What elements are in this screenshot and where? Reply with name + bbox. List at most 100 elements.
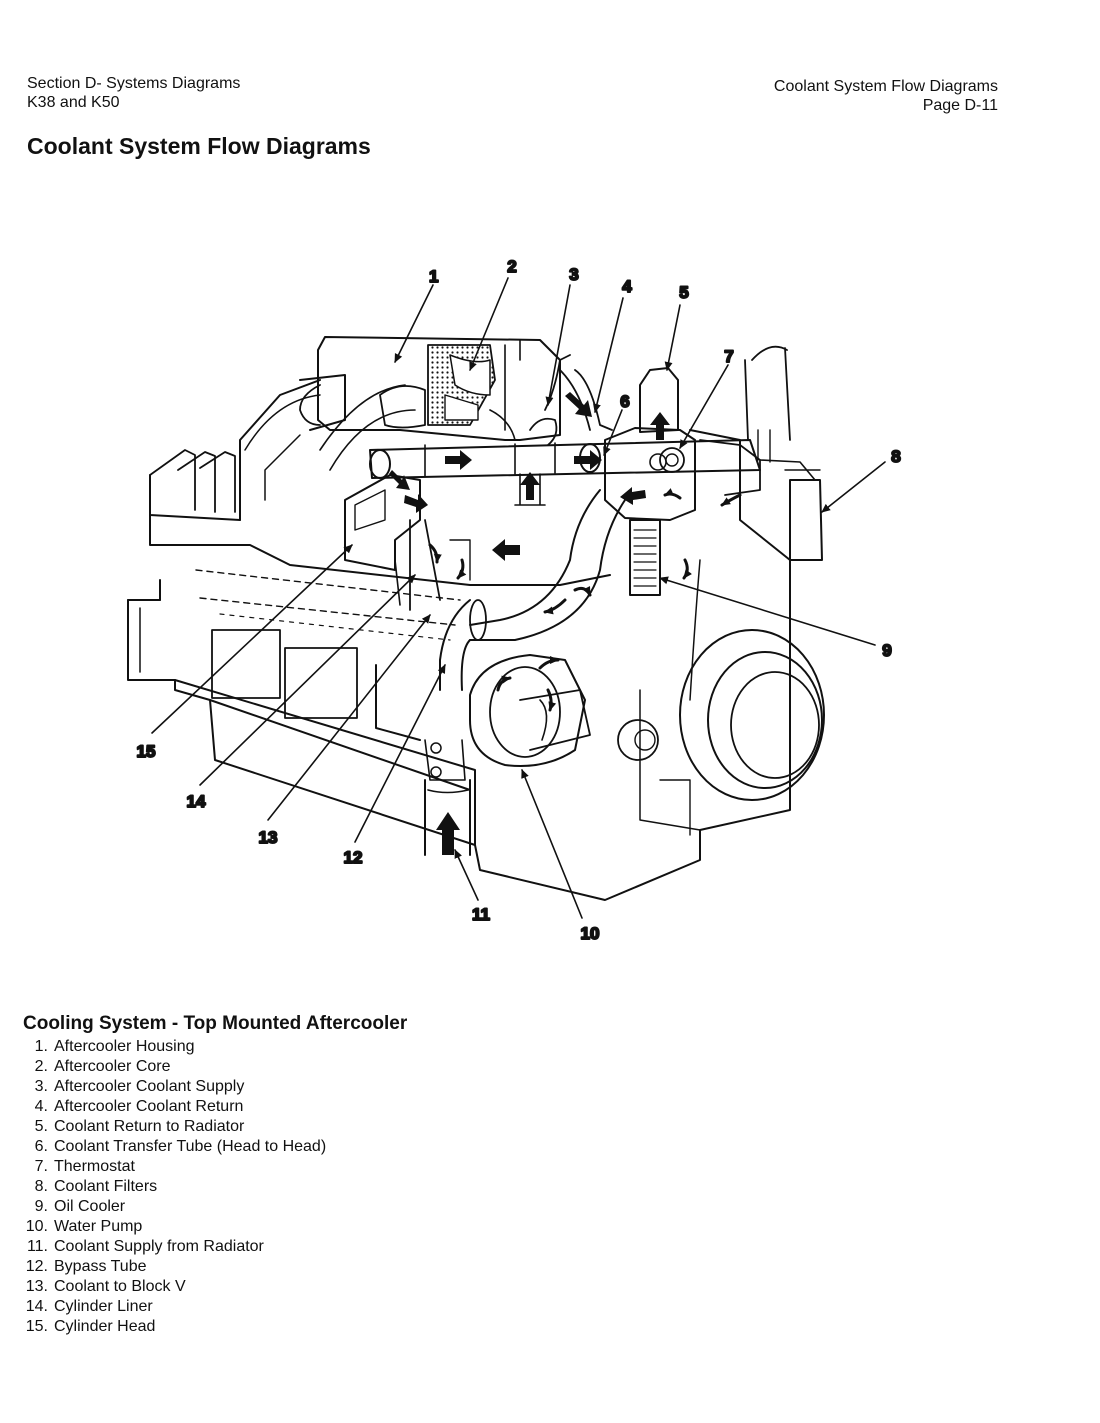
aftercooler-lines [489, 354, 613, 446]
legend-label: Oil Cooler [54, 1198, 126, 1215]
callout-9: 9 [882, 641, 891, 660]
legend-number: 1. [34, 1038, 48, 1055]
legend-number: 5. [34, 1118, 48, 1135]
legend-label: Aftercooler Coolant Return [54, 1098, 244, 1115]
leader-9 [659, 576, 876, 646]
crank-pulley [639, 559, 825, 836]
leader-2 [469, 277, 509, 371]
legend-label: Water Pump [54, 1218, 143, 1235]
legend-label: Coolant to Block V [54, 1278, 186, 1295]
legend-number: 7. [34, 1158, 48, 1175]
engine-coolant-diagram: 1 2 3 4 5 6 7 8 9 10 11 12 13 14 15 [127, 256, 902, 944]
caption-title: Cooling System - Top Mounted Aftercooler [23, 1013, 408, 1034]
models-label: K38 and K50 [27, 94, 120, 111]
header-left: Section D- Systems Diagrams K38 and K50 [27, 74, 240, 112]
legend-label: Coolant Supply from Radiator [54, 1238, 264, 1255]
callout-12: 12 [344, 848, 363, 867]
callout-15: 15 [137, 742, 156, 761]
legend-label: Coolant Transfer Tube (Head to Head) [54, 1138, 327, 1155]
callout-3: 3 [569, 265, 578, 284]
page-title: Coolant System Flow Diagrams [27, 133, 371, 159]
legend-item: 7. Thermostat [18, 1157, 326, 1177]
aftercooler-housing [239, 336, 561, 521]
flow-arrow-10 [389, 470, 410, 490]
leader-12 [354, 664, 446, 843]
leader-8 [821, 461, 886, 513]
legend-number: 15. [25, 1318, 48, 1335]
legend-item: 2. Aftercooler Core [18, 1057, 326, 1077]
callout-10: 10 [581, 924, 600, 943]
engine-block [127, 429, 791, 901]
legend-number: 14. [25, 1298, 48, 1315]
callout-numbers: 1 2 3 4 5 6 7 8 9 10 11 12 13 14 15 [136, 256, 902, 944]
legend-item: 4.Aftercooler Coolant Return [18, 1097, 326, 1117]
callout-11: 11 [472, 905, 490, 924]
flow-arrow-3 [520, 472, 540, 500]
legend-item: 8. Coolant Filters [18, 1177, 326, 1197]
legend-item: 9. Oil Cooler [18, 1197, 326, 1217]
flow-arrow-4 [650, 412, 670, 440]
inlet-pipe [424, 739, 471, 856]
leader-7 [679, 364, 729, 449]
leader-10 [521, 769, 583, 919]
callout-14: 14 [187, 792, 206, 811]
leader-lines [151, 277, 886, 919]
oil-cooler [629, 519, 661, 596]
parts-legend: 1.Aftercooler Housing 2. Aftercooler Core… [18, 1037, 326, 1337]
leader-3 [545, 284, 571, 406]
legend-item: 1.Aftercooler Housing [18, 1037, 326, 1057]
page-number: Page D-11 [922, 97, 998, 114]
legend-number: 2. [34, 1058, 48, 1075]
legend-label: Thermostat [54, 1158, 135, 1175]
legend-number: 13. [25, 1278, 48, 1295]
callout-8: 8 [891, 447, 900, 466]
legend-label: Bypass Tube [54, 1258, 147, 1275]
legend-label: Cylinder Head [54, 1318, 156, 1335]
legend-label: Cylinder Liner [54, 1298, 153, 1315]
callout-2: 2 [507, 257, 516, 276]
leader-6 [603, 409, 623, 456]
legend-number: 9. [34, 1198, 48, 1215]
flow-arrow-6 [565, 392, 592, 417]
legend-label: Coolant Filters [54, 1178, 158, 1195]
callout-13: 13 [259, 828, 278, 847]
legend-item: 5. Coolant Return to Radiator [18, 1117, 326, 1137]
legend-item: 14. Cylinder Liner [18, 1297, 326, 1317]
legend-label: Aftercooler Coolant Supply [54, 1078, 245, 1095]
legend-number: 11. [26, 1238, 48, 1255]
flow-arrow-1 [445, 450, 472, 470]
flow-arrows-curved [428, 488, 742, 712]
flow-arrow-8 [436, 812, 460, 855]
legend-number: 12. [25, 1258, 48, 1275]
thermostat-housing [604, 345, 791, 521]
coolant-filters [759, 459, 823, 561]
leader-1 [394, 284, 434, 363]
transfer-tube [369, 439, 761, 506]
aftercooler-core [427, 344, 496, 426]
legend-item: 13. Coolant to Block V [18, 1277, 326, 1297]
flow-arrow-9 [404, 494, 428, 513]
callout-6: 6 [620, 392, 629, 411]
flow-arrow-7 [620, 487, 646, 505]
flow-arrow-2 [574, 450, 602, 470]
callout-1: 1 [429, 267, 438, 286]
leader-14 [199, 574, 416, 786]
legend-item: 3.Aftercooler Coolant Supply [18, 1077, 326, 1097]
legend-number: 8. [34, 1178, 48, 1195]
leader-15 [151, 544, 353, 734]
header-right: Coolant System Flow Diagrams Page D-11 [774, 77, 998, 115]
legend-item: 6. Coolant Transfer Tube (Head to Head) [18, 1137, 327, 1157]
legend-item: 12. Bypass Tube [18, 1257, 326, 1277]
flow-arrows [389, 392, 670, 855]
callout-7: 7 [724, 347, 733, 366]
leader-11 [454, 849, 479, 901]
flow-arrow-5 [492, 539, 520, 561]
water-pump [469, 654, 659, 767]
section-label: Section D- Systems Diagrams [27, 75, 241, 92]
leader-13 [267, 614, 431, 821]
legend-label: Coolant Return to Radiator [54, 1118, 245, 1135]
legend-item: 15. Cylinder Head [18, 1317, 326, 1337]
legend-number: 6. [34, 1138, 48, 1155]
legend-label: Aftercooler Core [54, 1058, 171, 1075]
header-right-title: Coolant System Flow Diagrams [773, 78, 998, 95]
